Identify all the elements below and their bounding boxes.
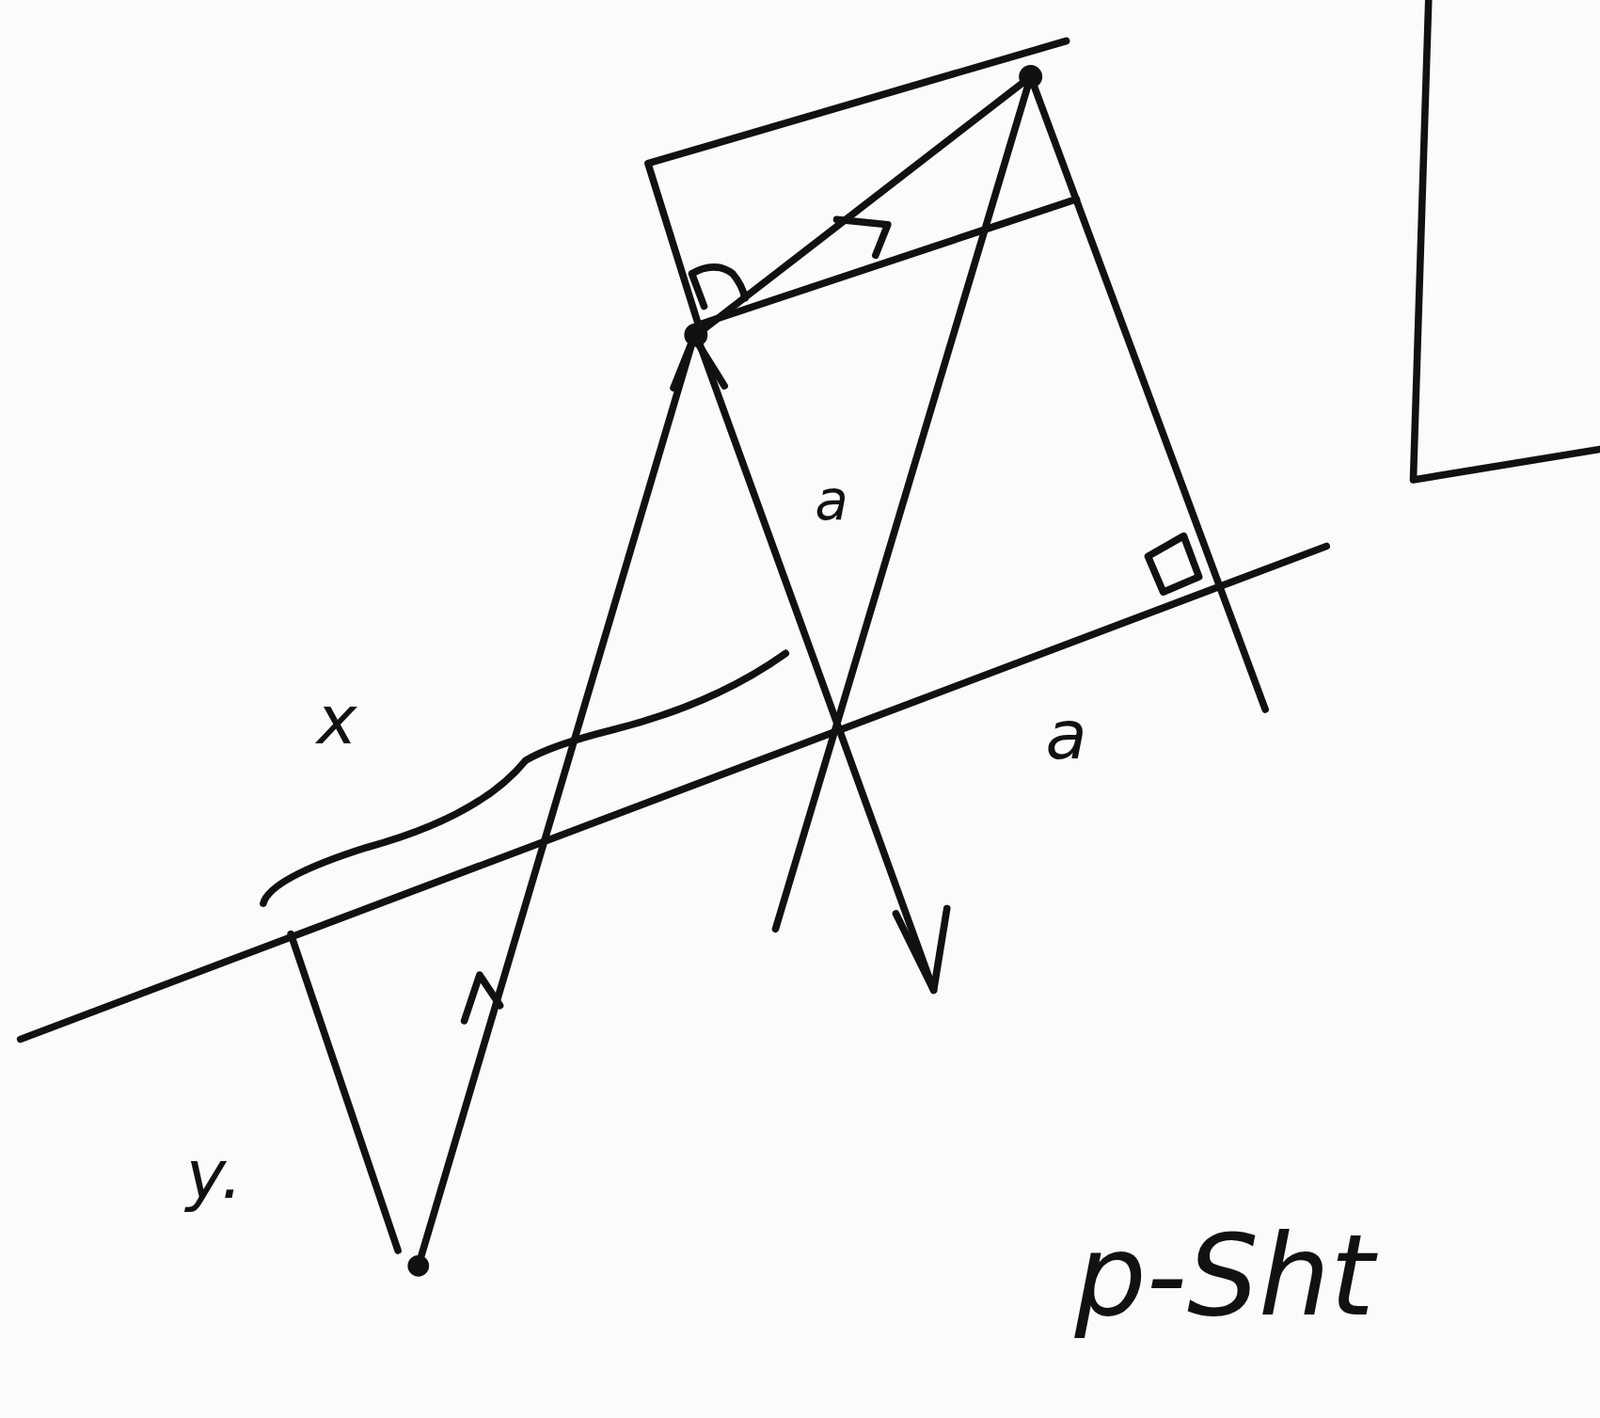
corner-box [1412,0,1600,480]
length-bracket [263,652,786,903]
arrow-head [837,219,888,255]
normal-line [1030,76,1267,710]
light-ray [775,76,1030,929]
point [1022,68,1039,85]
point [411,1258,426,1273]
length-label: y. [182,1138,247,1210]
length-label: a [810,471,853,530]
arrow-head [895,908,947,991]
block-outline [648,40,1067,327]
boundary-line [20,545,1328,1039]
block-inner-line [698,199,1077,325]
light-ray [418,336,695,1266]
right-angle-mark [1147,536,1199,593]
length-label: a [1042,698,1092,771]
depth-line [290,934,398,1251]
length-label: x [313,683,362,756]
point [687,326,704,343]
arrow-head [464,974,501,1021]
note-text: p-Sht [1070,1217,1379,1334]
light-ray [698,342,935,991]
light-ray [694,76,1031,337]
